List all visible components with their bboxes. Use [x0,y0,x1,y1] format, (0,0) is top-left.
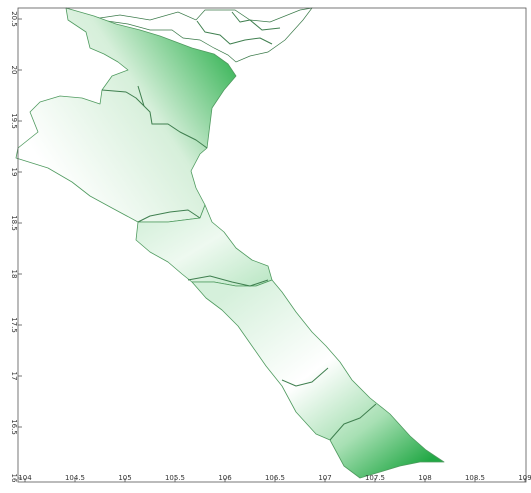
coastal-region [15,7,445,479]
province-boundary-a [101,89,208,149]
x-tick-label: 106 [218,474,232,482]
y-tick-label: 18.5 [10,215,18,231]
province-boundary-b [137,85,145,107]
neighbor-provinces [65,7,313,63]
x-tick-label: 108 [418,474,431,482]
x-tick-label: 107.5 [365,474,385,482]
y-tick-label: 19 [10,168,18,177]
province-boundary-f [329,403,377,441]
x-tick-label: 104 [18,474,32,482]
x-tick-label: 109 [518,474,531,482]
x-tick-label: 108.5 [465,474,485,482]
y-tick-label: 16.5 [10,419,18,435]
neighbor-boundary-2 [231,11,281,31]
y-tick-label: 18 [10,270,18,279]
y-tick-label: 20.5 [10,11,18,27]
province-boundary-e [281,367,329,387]
y-tick-label: 16 [10,474,18,483]
x-tick-label: 105 [118,474,131,482]
x-axis: 104 104.5 105 105.5 106 106.5 107 107.5 108 108.5… [18,474,531,482]
neighbor-boundary-1 [196,20,273,45]
y-axis: 16 16.5 17 17.5 18 18.5 19 19.5 20 20.5 [10,11,22,483]
y-tick-label: 19.5 [10,113,18,129]
province-boundary-d [187,275,269,287]
province-boundary-c [137,209,201,223]
y-tick-label: 17.5 [10,317,18,333]
x-tick-label: 105.5 [165,474,185,482]
x-tick-label: 104.5 [65,474,85,482]
neighbor-province-north [65,7,313,63]
x-tick-label: 106.5 [265,474,285,482]
map-axes: 104 104.5 105 105.5 106 106.5 107 107.5 108 108.5… [10,7,531,483]
y-tick-label: 17 [10,372,18,381]
region-north-inland [15,7,237,223]
x-tick-label: 107 [318,474,331,482]
region-south [191,279,445,479]
y-tick-label: 20 [10,66,18,75]
map-frame [17,7,527,483]
